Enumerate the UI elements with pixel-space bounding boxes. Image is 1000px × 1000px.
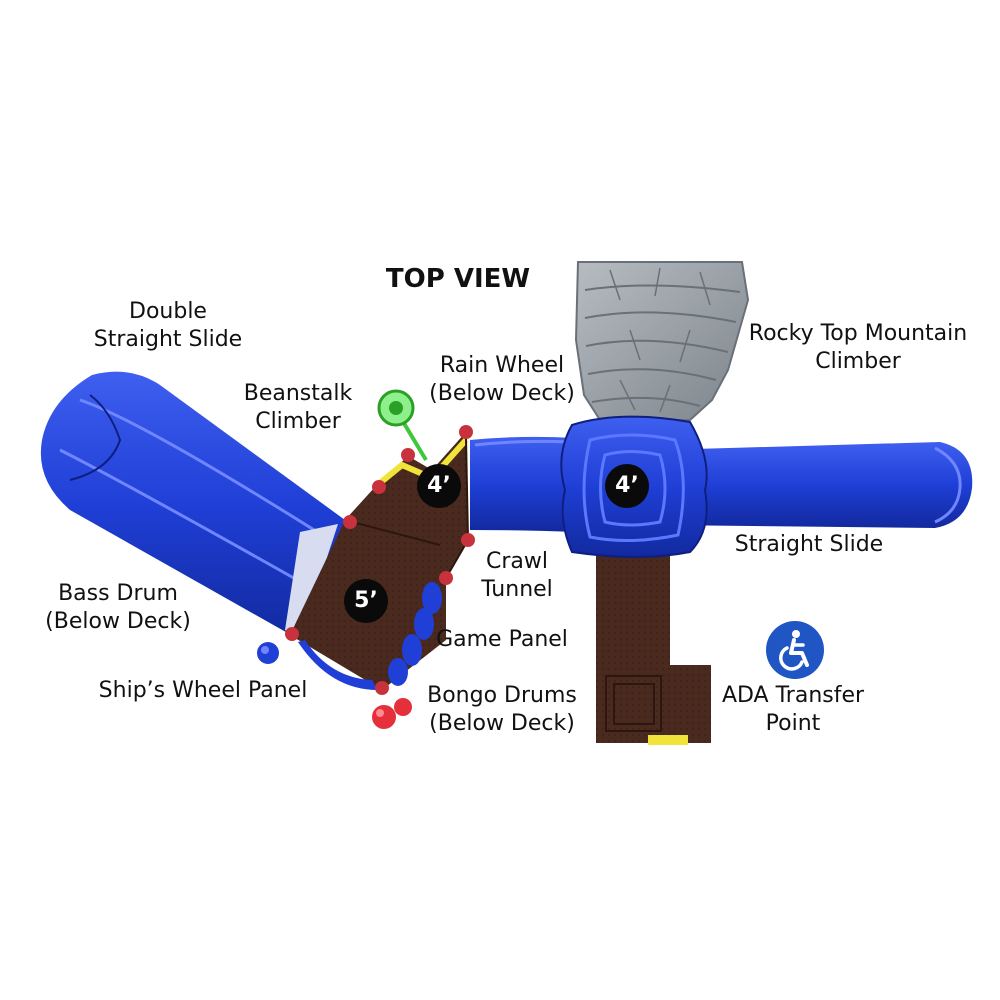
label-line: ADA Transfer — [721, 683, 865, 708]
label-game-panel: Game Panel — [436, 626, 568, 654]
label-bass-drum: Bass Drum (Below Deck) — [45, 580, 191, 636]
label-line: Climber — [815, 349, 901, 374]
ships-wheel-panel-shape — [298, 640, 378, 690]
label-line: Beanstalk — [243, 381, 353, 406]
bass-drum-shape — [257, 642, 279, 664]
label-line: Rocky Top Mountain — [748, 321, 968, 346]
straight-slide-shape — [660, 442, 973, 528]
label-straight-slide: Straight Slide — [735, 531, 883, 559]
wheelchair-glyph — [779, 630, 809, 671]
label-line: Straight Slide — [93, 327, 243, 352]
label-rocky-top-climber: Rocky Top Mountain Climber — [749, 320, 967, 376]
label-line: Rain Wheel — [439, 353, 565, 378]
label-ada-transfer-point: ADA Transfer Point — [722, 682, 864, 738]
label-line: Point — [765, 711, 821, 736]
label-rain-wheel: Rain Wheel (Below Deck) — [429, 352, 575, 408]
label-line: Bongo Drums — [427, 683, 577, 708]
ada-deck-shape — [596, 545, 711, 745]
diagram-title: TOP VIEW — [385, 264, 531, 294]
label-line: (Below Deck) — [45, 609, 191, 634]
wheelchair-accessibility-icon — [766, 621, 824, 679]
label-ships-wheel-panel: Ship’s Wheel Panel — [99, 677, 308, 705]
double-slide-shape — [40, 371, 345, 640]
label-crawl-tunnel: Crawl Tunnel — [481, 548, 553, 604]
rocky-top-climber — [574, 261, 750, 421]
beanstalk-climber-shape — [377, 389, 428, 462]
label-line: Game Panel — [436, 627, 568, 652]
label-line: Straight Slide — [734, 532, 884, 557]
deck-posts — [285, 425, 475, 695]
deck-height-badge-lower-left: 5’ — [344, 579, 388, 623]
label-bongo-drums: Bongo Drums (Below Deck) — [427, 682, 577, 738]
label-line: Climber — [255, 409, 341, 434]
game-panel-shape — [388, 582, 442, 686]
label-line: Bass Drum — [58, 581, 178, 606]
deck-height-badge-center: 4’ — [605, 464, 649, 508]
label-line: Double — [129, 299, 207, 324]
label-line: Crawl — [485, 549, 548, 574]
label-line: Tunnel — [481, 577, 553, 602]
deck-height-badge-upper-left: 4’ — [417, 464, 461, 508]
label-beanstalk-climber: Beanstalk Climber — [244, 380, 352, 436]
bongo-drums-shape — [372, 698, 412, 729]
label-double-straight-slide: Double Straight Slide — [94, 298, 242, 354]
crawl-tunnel-shape — [470, 436, 575, 532]
label-line: (Below Deck) — [429, 381, 575, 406]
label-line: Ship’s Wheel Panel — [98, 678, 308, 703]
label-line: (Below Deck) — [429, 711, 575, 736]
